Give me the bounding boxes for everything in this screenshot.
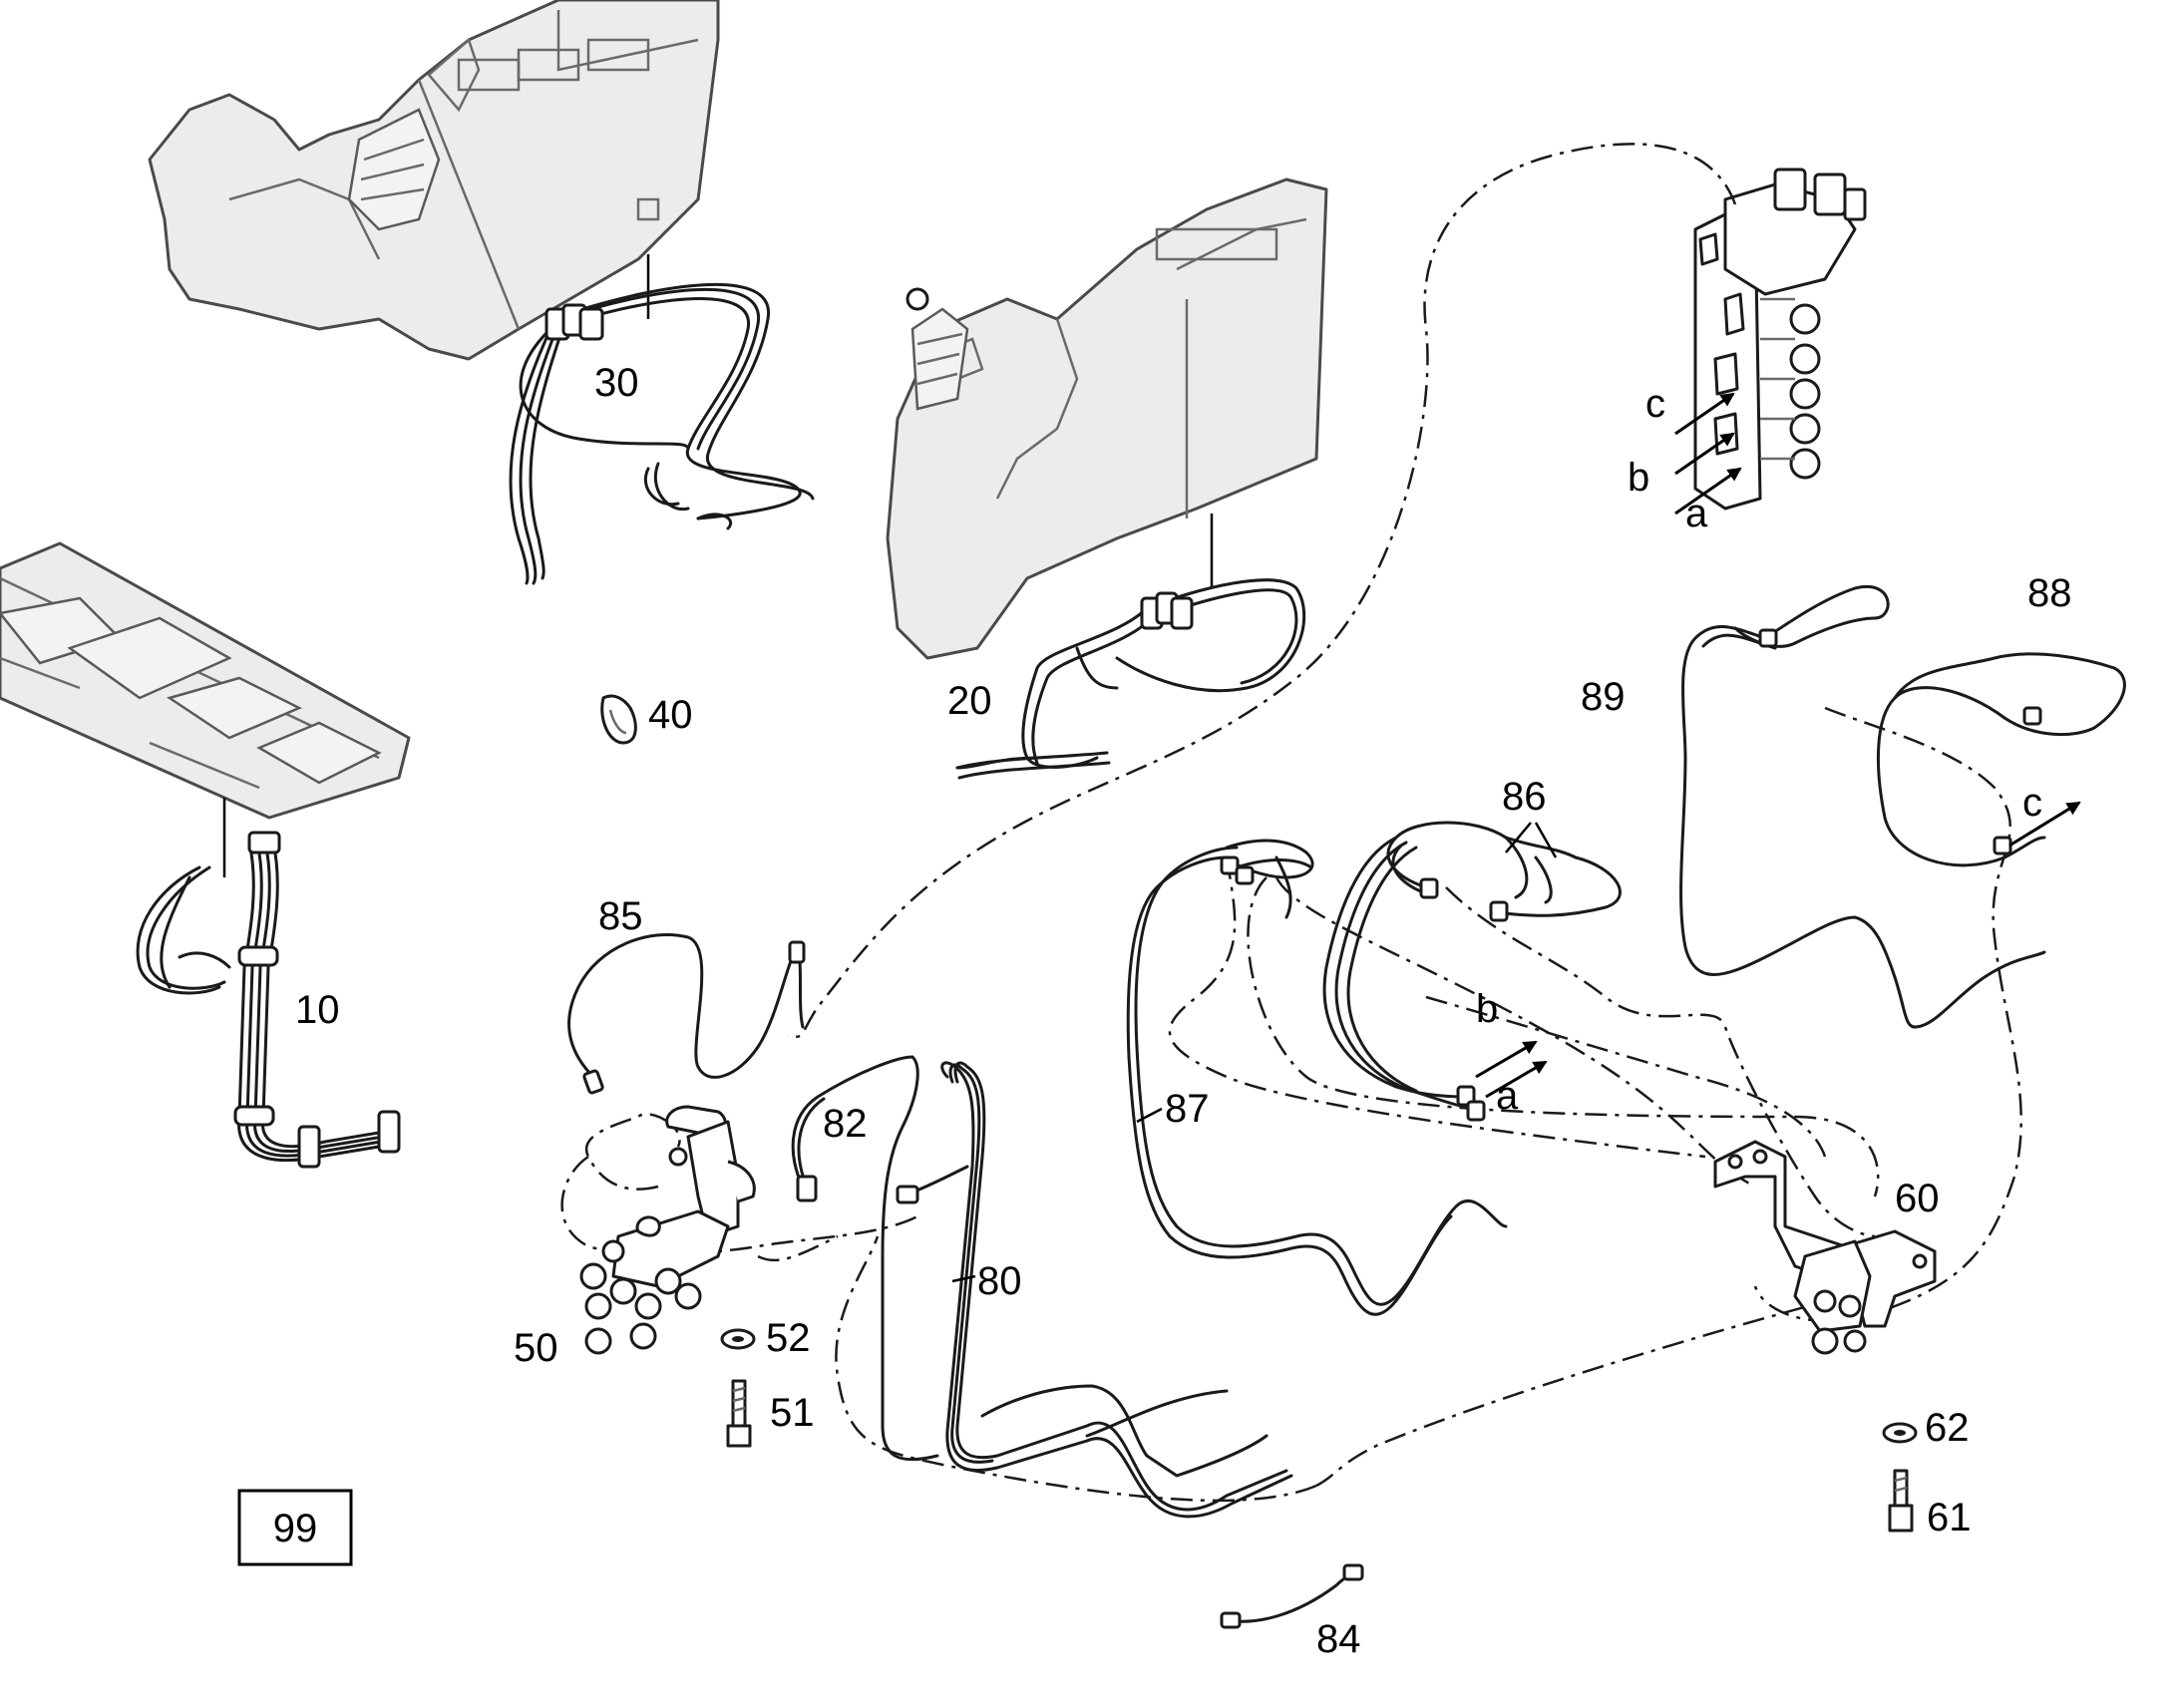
bracket-60 xyxy=(1713,1140,1937,1355)
hose-89 xyxy=(1679,584,2046,1029)
conn-b-top: b xyxy=(1628,456,1649,500)
hose-86 xyxy=(1322,821,1622,1122)
floor-plate xyxy=(0,541,411,877)
right-port-arrow xyxy=(2008,801,2081,848)
hose-85 xyxy=(567,932,806,1095)
valve-50 xyxy=(579,1105,756,1355)
valve-port-arrows xyxy=(1674,392,1742,515)
label-80: 80 xyxy=(977,1259,1022,1303)
hose-bundle-10 xyxy=(136,831,401,1169)
label-62: 62 xyxy=(1925,1406,1970,1450)
hose-bundle-30 xyxy=(509,282,815,585)
hose-82 xyxy=(791,1055,939,1462)
label-51: 51 xyxy=(770,1391,815,1435)
label-20: 20 xyxy=(947,679,992,723)
label-30: 30 xyxy=(594,361,639,405)
conn-a-top: a xyxy=(1685,492,1708,535)
leader-80 xyxy=(951,1274,976,1283)
label-40: 40 xyxy=(648,693,693,737)
leader-86a xyxy=(1505,822,1532,854)
label-85: 85 xyxy=(598,894,643,938)
conn-c-right: c xyxy=(2022,781,2042,825)
ref-box-text: 99 xyxy=(273,1507,318,1550)
mid-port-arrows xyxy=(1475,1040,1548,1099)
routing-lines xyxy=(560,143,2022,1503)
conn-b-mid: b xyxy=(1476,987,1498,1031)
label-88: 88 xyxy=(2027,571,2072,615)
washer-52 xyxy=(720,1328,756,1350)
leader-86b xyxy=(1534,822,1558,858)
label-89: 89 xyxy=(1581,675,1626,719)
label-10: 10 xyxy=(295,988,340,1032)
leader-87 xyxy=(1136,1107,1163,1124)
bolt-51 xyxy=(726,1379,752,1448)
hose-88 xyxy=(1876,652,2126,867)
washer-62 xyxy=(1882,1422,1918,1444)
label-82: 82 xyxy=(823,1102,868,1146)
hose-84 xyxy=(1220,1563,1364,1629)
clamp-40 xyxy=(600,694,637,745)
reference-box: 99 xyxy=(237,1489,353,1566)
conn-a-mid: a xyxy=(1496,1074,1519,1118)
label-86: 86 xyxy=(1502,775,1547,819)
bolt-61 xyxy=(1888,1469,1914,1533)
label-50: 50 xyxy=(514,1326,558,1370)
right-control-console xyxy=(886,177,1328,660)
conn-c-top: c xyxy=(1645,382,1665,426)
hose-bundle-20 xyxy=(955,578,1306,780)
label-60: 60 xyxy=(1895,1177,1940,1220)
valve-block xyxy=(1693,168,1867,511)
hose-80 xyxy=(896,1061,1293,1519)
label-61: 61 xyxy=(1927,1496,1972,1539)
label-52: 52 xyxy=(766,1316,811,1360)
hose-87 xyxy=(1126,839,1508,1316)
label-84: 84 xyxy=(1316,1617,1361,1661)
label-87: 87 xyxy=(1165,1087,1210,1131)
left-control-console xyxy=(148,0,720,361)
